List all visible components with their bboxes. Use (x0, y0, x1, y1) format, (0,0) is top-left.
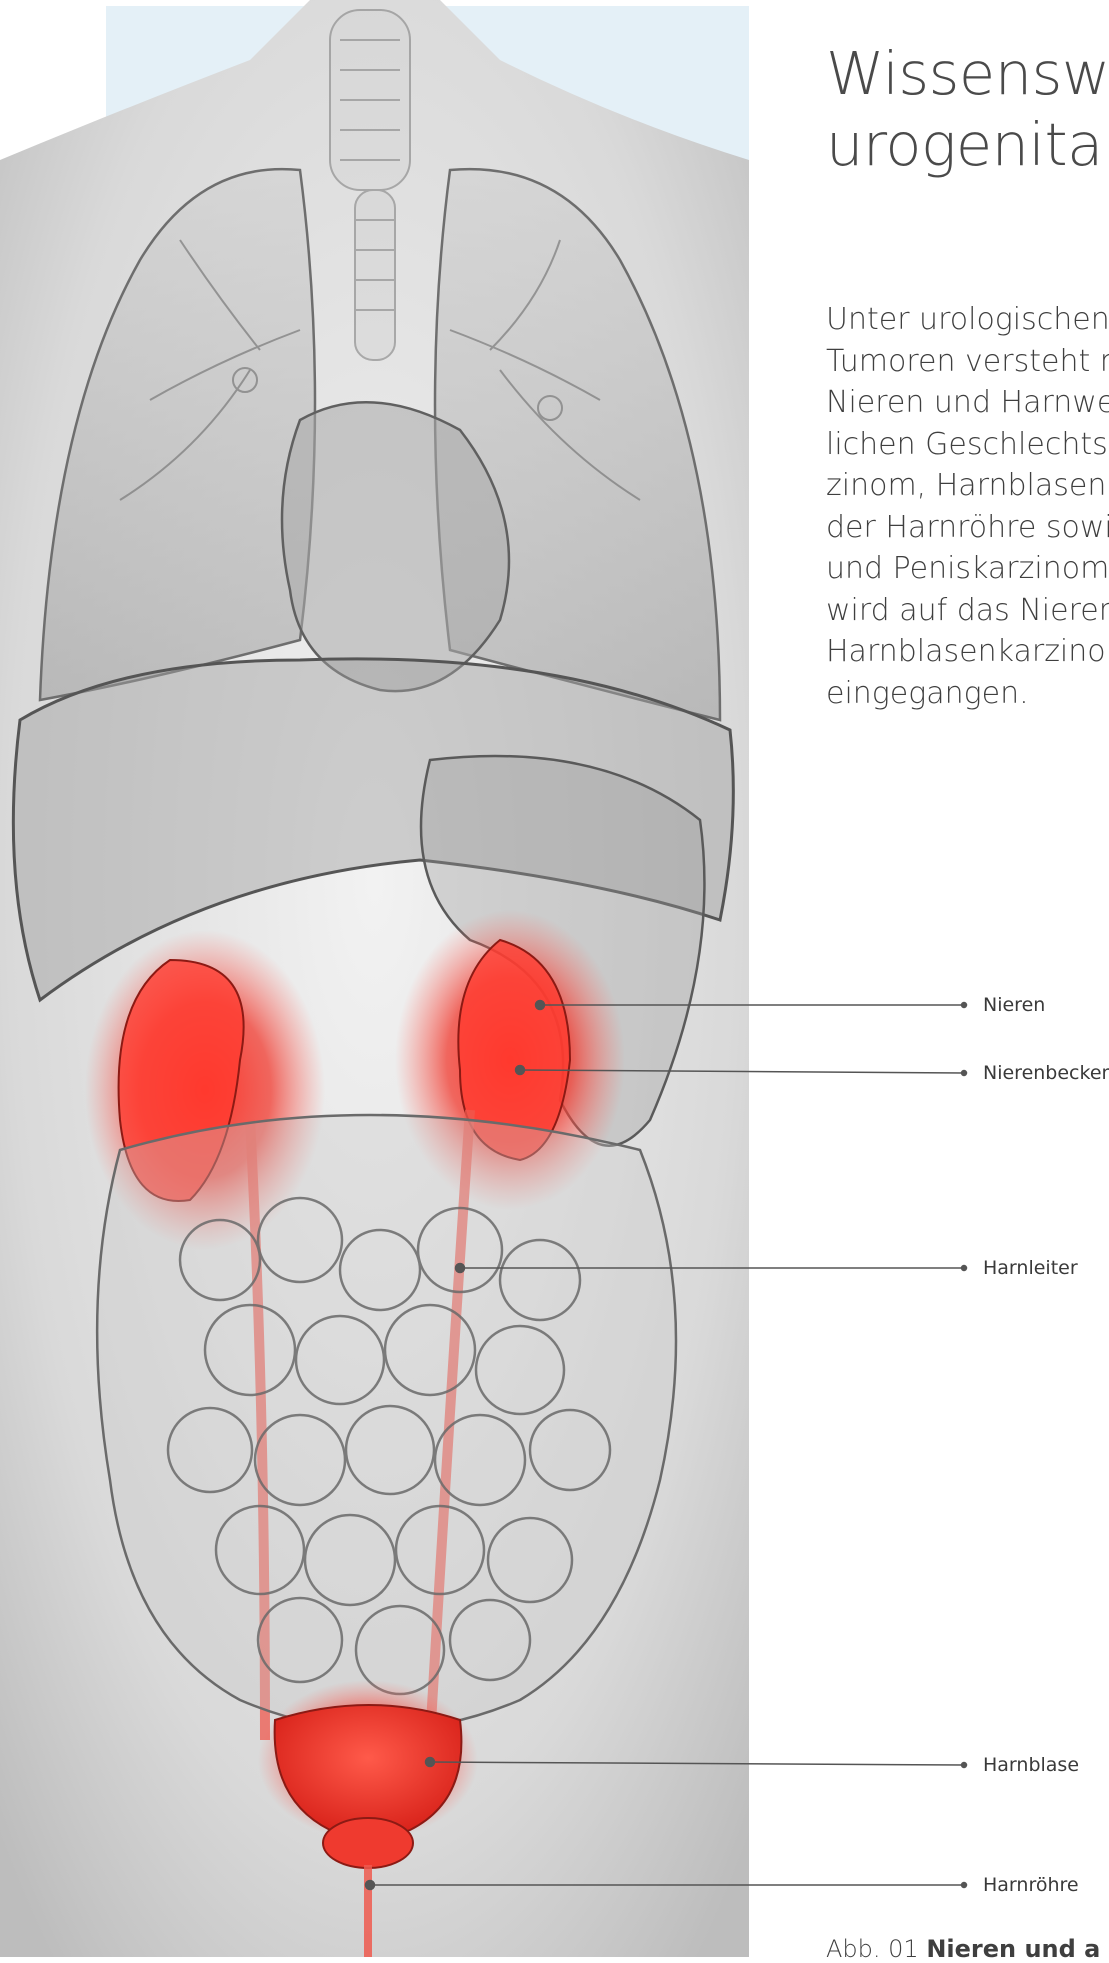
leader-nierenbecken (520, 1070, 964, 1073)
body-line: Tumoren versteht m (826, 341, 1109, 383)
leader-harnblase (430, 1762, 964, 1765)
body-line: Nieren und Harnwe (826, 382, 1109, 424)
page-title: Wissenswe urogenitale (826, 38, 1109, 180)
figure-caption: Abb. 01 Nieren und a (826, 1935, 1109, 1963)
callout-label-nierenbecken: Nierenbecken (983, 1062, 1109, 1084)
body-line: lichen Geschlechtso (826, 424, 1109, 466)
caption-bold: Nieren und a (926, 1935, 1100, 1963)
body-line: eingegangen. (826, 673, 1109, 715)
body-line: Harnblasenkarzinom (826, 631, 1109, 673)
callout-label-harnleiter: Harnleiter (983, 1257, 1078, 1279)
body-line: Unter urologischen (826, 299, 1109, 341)
title-line-1: Wissenswe (826, 38, 1109, 109)
body-line: und Peniskarzinome (826, 548, 1109, 590)
title-line-2: urogenitale (826, 109, 1109, 180)
callout-label-harnroehre: Harnröhre (983, 1874, 1079, 1896)
body-paragraph: Unter urologischen Tumoren versteht m Ni… (826, 299, 1109, 714)
callout-label-harnblase: Harnblase (983, 1754, 1079, 1776)
body-line: wird auf das Nieren (826, 590, 1109, 632)
body-line: der Harnröhre sowie (826, 507, 1109, 549)
body-line: zinom, Harnblasenk (826, 465, 1109, 507)
caption-prefix: Abb. 01 (826, 1935, 926, 1963)
callout-label-nieren: Nieren (983, 994, 1045, 1016)
